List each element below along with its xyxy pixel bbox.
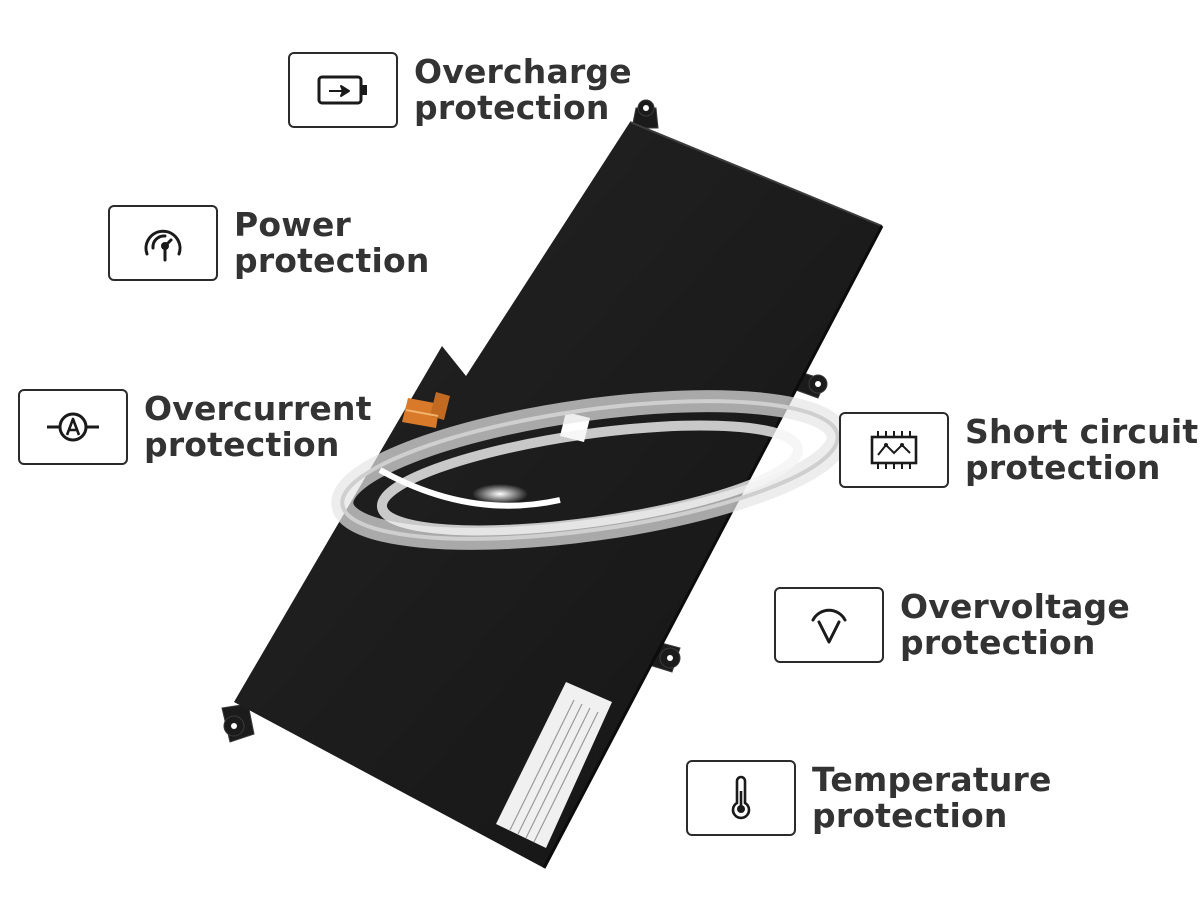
feature-label: Overcurrent protection xyxy=(144,391,372,463)
circuit-board-icon xyxy=(870,431,918,469)
feature-label: Overvoltage protection xyxy=(900,589,1130,661)
feature-title: Overcurrent xyxy=(144,389,372,428)
protection-swirl xyxy=(331,390,849,550)
battery-charge-icon xyxy=(317,75,367,105)
icon-box xyxy=(774,587,884,663)
feature-label: Overcharge protection xyxy=(414,54,632,126)
feature-overcharge: Overcharge protection xyxy=(288,52,632,128)
ammeter-icon xyxy=(47,412,99,442)
feature-subtitle: protection xyxy=(234,241,430,280)
feature-label: Power protection xyxy=(234,207,430,279)
icon-box xyxy=(288,52,398,128)
gauge-icon xyxy=(144,229,182,262)
feature-title: Short circuit xyxy=(965,412,1199,451)
icon-box xyxy=(686,760,796,836)
battery-connector xyxy=(402,392,450,428)
feature-title: Overvoltage xyxy=(900,587,1130,626)
thermometer-icon xyxy=(731,775,751,820)
feature-subtitle: protection xyxy=(414,88,610,127)
feature-short-circuit: Short circuit protection xyxy=(839,412,1198,488)
feature-label: Short circuit protection xyxy=(965,414,1198,486)
battery-body xyxy=(234,122,882,868)
feature-overvoltage: Overvoltage protection xyxy=(774,587,1130,663)
feature-overcurrent: Overcurrent protection xyxy=(18,389,372,465)
feature-subtitle: protection xyxy=(812,796,1008,835)
icon-box xyxy=(108,205,218,281)
feature-subtitle: protection xyxy=(965,448,1161,487)
icon-box xyxy=(839,412,949,488)
feature-subtitle: protection xyxy=(900,623,1096,662)
feature-title: Power xyxy=(234,205,351,244)
voltage-icon xyxy=(811,608,847,644)
feature-power: Power protection xyxy=(108,205,430,281)
feature-title: Temperature xyxy=(812,760,1052,799)
feature-temperature: Temperature protection xyxy=(686,760,1052,836)
battery-label-sticker xyxy=(496,682,612,848)
feature-subtitle: protection xyxy=(144,425,340,464)
icon-box xyxy=(18,389,128,465)
feature-title: Overcharge xyxy=(414,52,632,91)
feature-label: Temperature protection xyxy=(812,762,1052,834)
